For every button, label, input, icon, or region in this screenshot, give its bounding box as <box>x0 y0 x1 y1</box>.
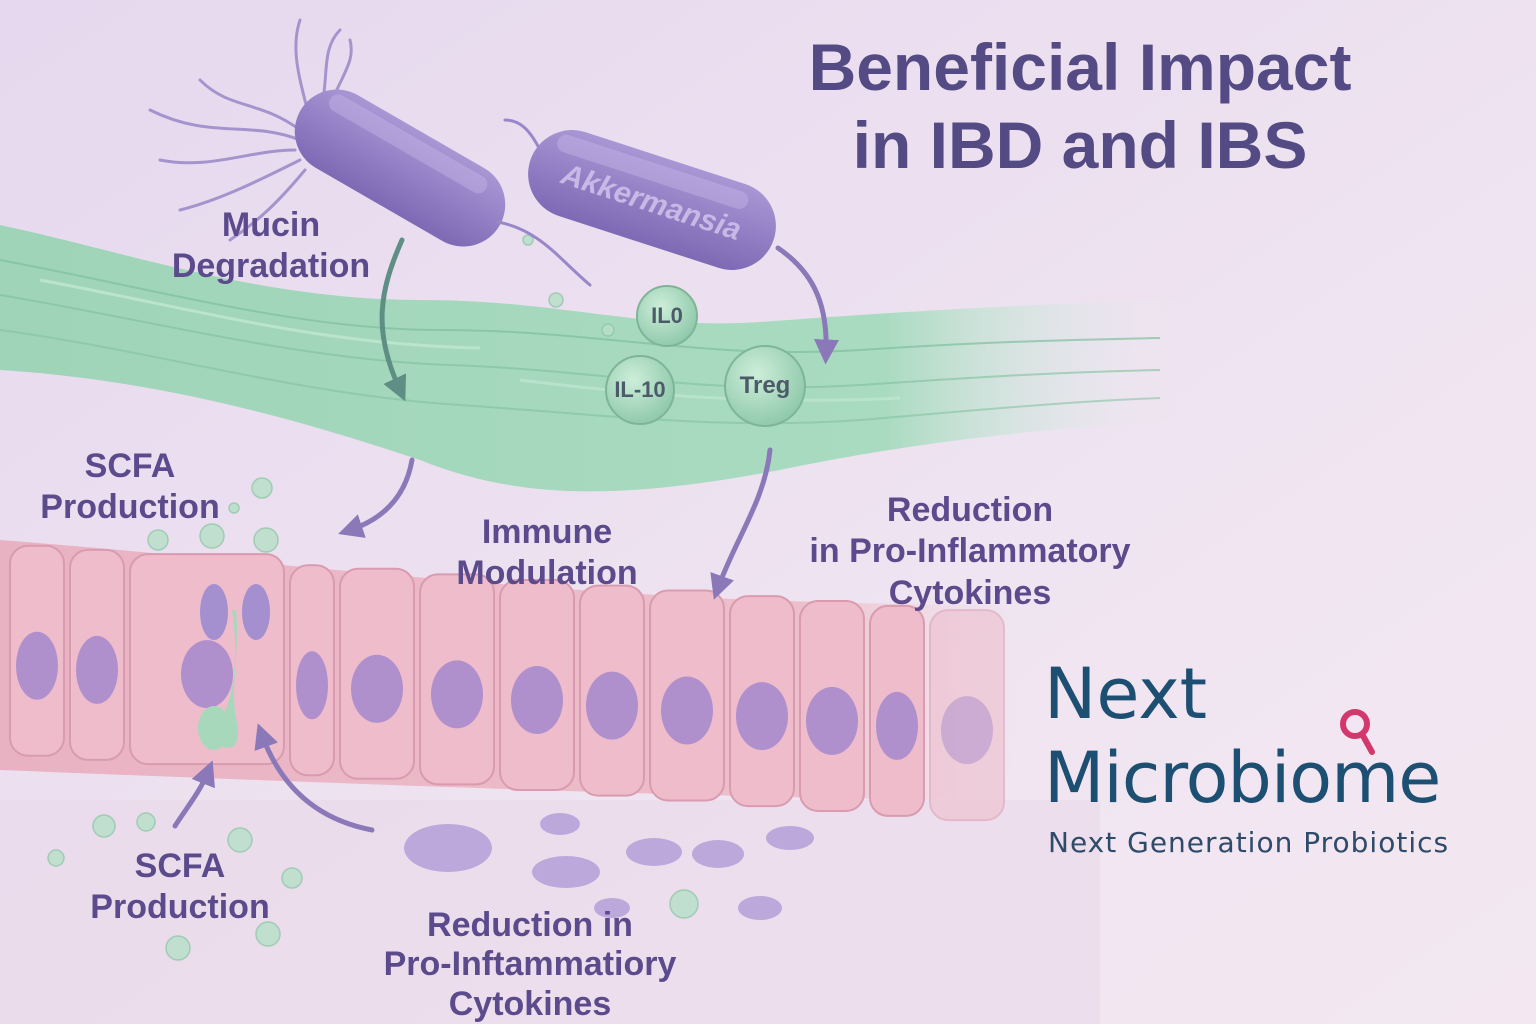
scfa-bubble <box>136 812 156 832</box>
cell-nucleus <box>431 660 483 729</box>
label-scfa-top: SCFA Production <box>20 446 240 529</box>
bacterium-1 <box>148 18 592 287</box>
cell-nucleus <box>351 654 403 723</box>
treg-bubble <box>724 345 806 427</box>
vesicle <box>540 813 580 835</box>
label-mucin-line2: Degradation <box>171 247 371 286</box>
arrow-scfa-left <box>338 457 415 538</box>
tight-junction <box>198 584 270 750</box>
scfa-bubble <box>227 827 253 853</box>
vesicles <box>404 813 814 920</box>
title-line-2: in IBD and IBS <box>852 108 1308 182</box>
title-line-1: Beneficial Impact <box>808 30 1352 104</box>
scfa-bubble <box>669 889 699 919</box>
scfa-bubble <box>199 523 225 549</box>
label-immune-modulation: Immune Modulation <box>432 512 662 595</box>
scfa-bubbles <box>47 234 699 961</box>
scfa-bubble <box>92 814 116 838</box>
il0-bubble <box>636 285 698 347</box>
label-immune-line2: Modulation <box>456 554 638 593</box>
vesicle <box>738 896 782 920</box>
cell-nucleus <box>941 696 993 765</box>
logo-text-next: Next <box>1044 653 1208 735</box>
logo-mark <box>1340 709 1375 755</box>
label-mucin-degradation: Mucin Degradation <box>156 205 386 288</box>
label-scfa-bottom: SCFA Production <box>70 846 290 929</box>
scfa-bubble <box>255 921 281 947</box>
lumen-band <box>0 800 1100 1024</box>
scfa-bubble <box>228 502 240 514</box>
vesicle <box>532 856 600 888</box>
label-reduction-bottom: Reduction in Pro-Inftammatiory Cytokines <box>360 906 700 1024</box>
arrow-reduction-up <box>254 723 375 833</box>
epithelial-cells <box>9 544 1005 822</box>
label-mucin-line1: Mucin <box>221 206 321 244</box>
label-immune-line1: Immune <box>481 513 613 551</box>
scfa-bubble <box>281 867 303 889</box>
scfa-bubble <box>601 323 615 337</box>
scfa-bubble <box>165 935 191 961</box>
label-scfa-top-line1: SCFA <box>84 447 176 485</box>
molecules <box>605 285 806 427</box>
label-scfa-bottom-line2: Production <box>90 888 270 927</box>
scfa-bubble <box>47 849 65 867</box>
arrow-scfa-bottom-up <box>172 760 215 829</box>
treg-label: Treg <box>739 372 791 399</box>
arrow-treg-down <box>710 447 773 600</box>
cell-nucleus <box>586 671 638 740</box>
il10-label: IL-10 <box>614 377 666 402</box>
il10-bubble <box>605 355 675 425</box>
logo-text-microbiome: Microbiome <box>1044 737 1441 819</box>
vesicle <box>404 824 492 872</box>
arrows <box>172 237 839 833</box>
page-title: Beneficial Impact in IBD and IBS <box>700 28 1460 184</box>
arrow-mucin-down <box>379 237 407 402</box>
label-reduction-right-line2: in Pro-Inflammatory <box>809 532 1131 571</box>
label-reduction-bottom-line2: Pro-Inftammatiory <box>383 945 677 984</box>
logo-tagline: Next Generation Probiotics <box>1048 826 1450 859</box>
il0-label: IL0 <box>651 303 683 328</box>
label-reduction-right: Reduction in Pro-Inflammatory Cytokines <box>790 490 1150 614</box>
arrow-akkermansia-down <box>775 245 839 365</box>
label-reduction-bottom-line3: Cytokines <box>448 984 612 1023</box>
vesicle <box>626 838 682 866</box>
cell-nucleus <box>181 640 233 709</box>
cell-nucleus <box>876 691 918 760</box>
label-reduction-right-line3: Cytokines <box>888 573 1052 612</box>
label-reduction-bottom-line1: Reduction in <box>427 906 633 944</box>
scfa-bubble <box>253 527 279 553</box>
cell-nucleus <box>76 635 118 704</box>
label-scfa-bottom-line1: SCFA <box>134 847 226 885</box>
vesicle <box>594 898 630 918</box>
vesicle <box>766 826 814 850</box>
scfa-bubble <box>522 234 534 246</box>
scfa-bubble <box>147 529 169 551</box>
scfa-bubble <box>251 477 273 499</box>
label-scfa-top-line2: Production <box>40 488 220 527</box>
cell-nucleus <box>806 687 858 755</box>
scfa-bubble <box>548 292 564 308</box>
cell-nucleus <box>296 651 328 720</box>
cell-nucleus <box>511 666 563 734</box>
cell-nucleus <box>736 682 788 751</box>
vesicle <box>692 840 744 868</box>
cell-nucleus <box>661 676 713 745</box>
cell-nucleus <box>16 631 58 700</box>
label-reduction-right-line1: Reduction <box>886 491 1054 529</box>
